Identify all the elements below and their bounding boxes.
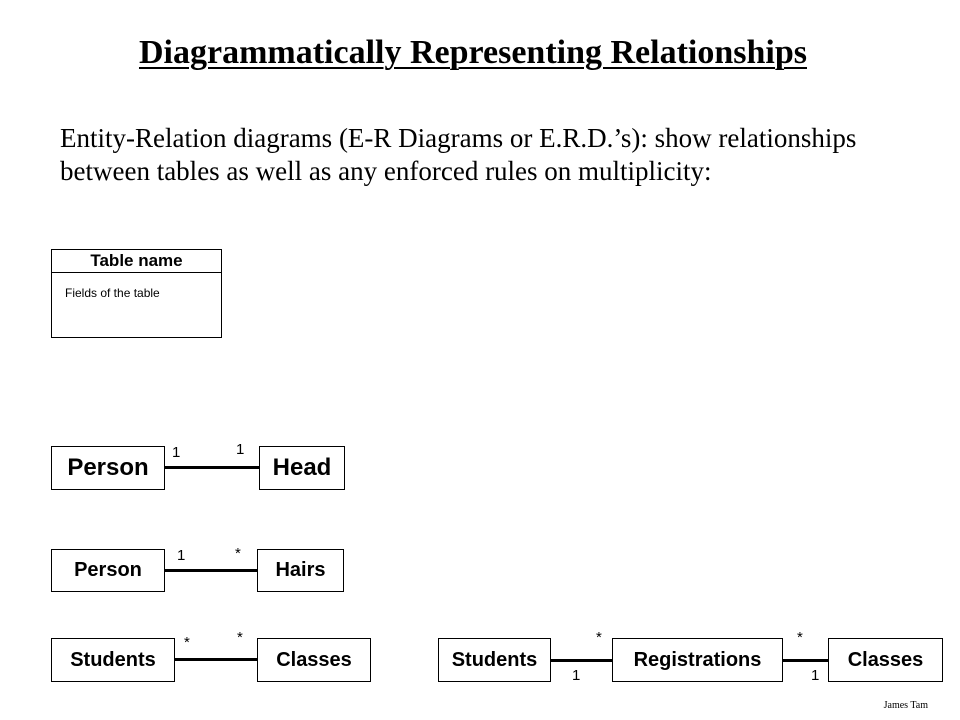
- slide-title: Diagrammatically Representing Relationsh…: [138, 34, 807, 71]
- intro-text: Entity-Relation diagrams (E-R Diagrams o…: [60, 123, 857, 186]
- multiplicity-person: 1: [172, 444, 181, 461]
- table-fields-label: Fields of the table: [65, 286, 160, 300]
- multiplicity-classes-left: 1: [811, 667, 820, 684]
- multiplicity-registrations-right: *: [797, 629, 803, 646]
- relation-line-registrations-classes: [783, 659, 828, 662]
- multiplicity-hairs: *: [235, 545, 241, 562]
- relation-line-person-hairs: [165, 569, 257, 572]
- entity-head: Head: [259, 446, 345, 490]
- entity-students: Students: [51, 638, 175, 682]
- multiplicity-head: 1: [236, 441, 245, 458]
- entity-hairs: Hairs: [257, 549, 344, 592]
- table-notation-box: Table name Fields of the table: [51, 249, 222, 338]
- relation-line-students-classes: [175, 658, 257, 661]
- multiplicity-students-right: 1: [572, 667, 581, 684]
- entity-person: Person: [51, 549, 165, 592]
- entity-classes: Classes: [257, 638, 371, 682]
- table-name-header: Table name: [52, 250, 221, 273]
- author-footer: James Tam: [883, 700, 928, 711]
- relation-line-person-head: [165, 466, 259, 469]
- entity-person: Person: [51, 446, 165, 490]
- multiplicity-person: 1: [177, 547, 186, 564]
- multiplicity-classes: *: [237, 629, 243, 646]
- entity-registrations: Registrations: [612, 638, 783, 682]
- entity-students: Students: [438, 638, 551, 682]
- multiplicity-registrations-left: *: [596, 629, 602, 646]
- multiplicity-students: *: [184, 634, 190, 651]
- entity-classes: Classes: [828, 638, 943, 682]
- relation-line-students-registrations: [551, 659, 612, 662]
